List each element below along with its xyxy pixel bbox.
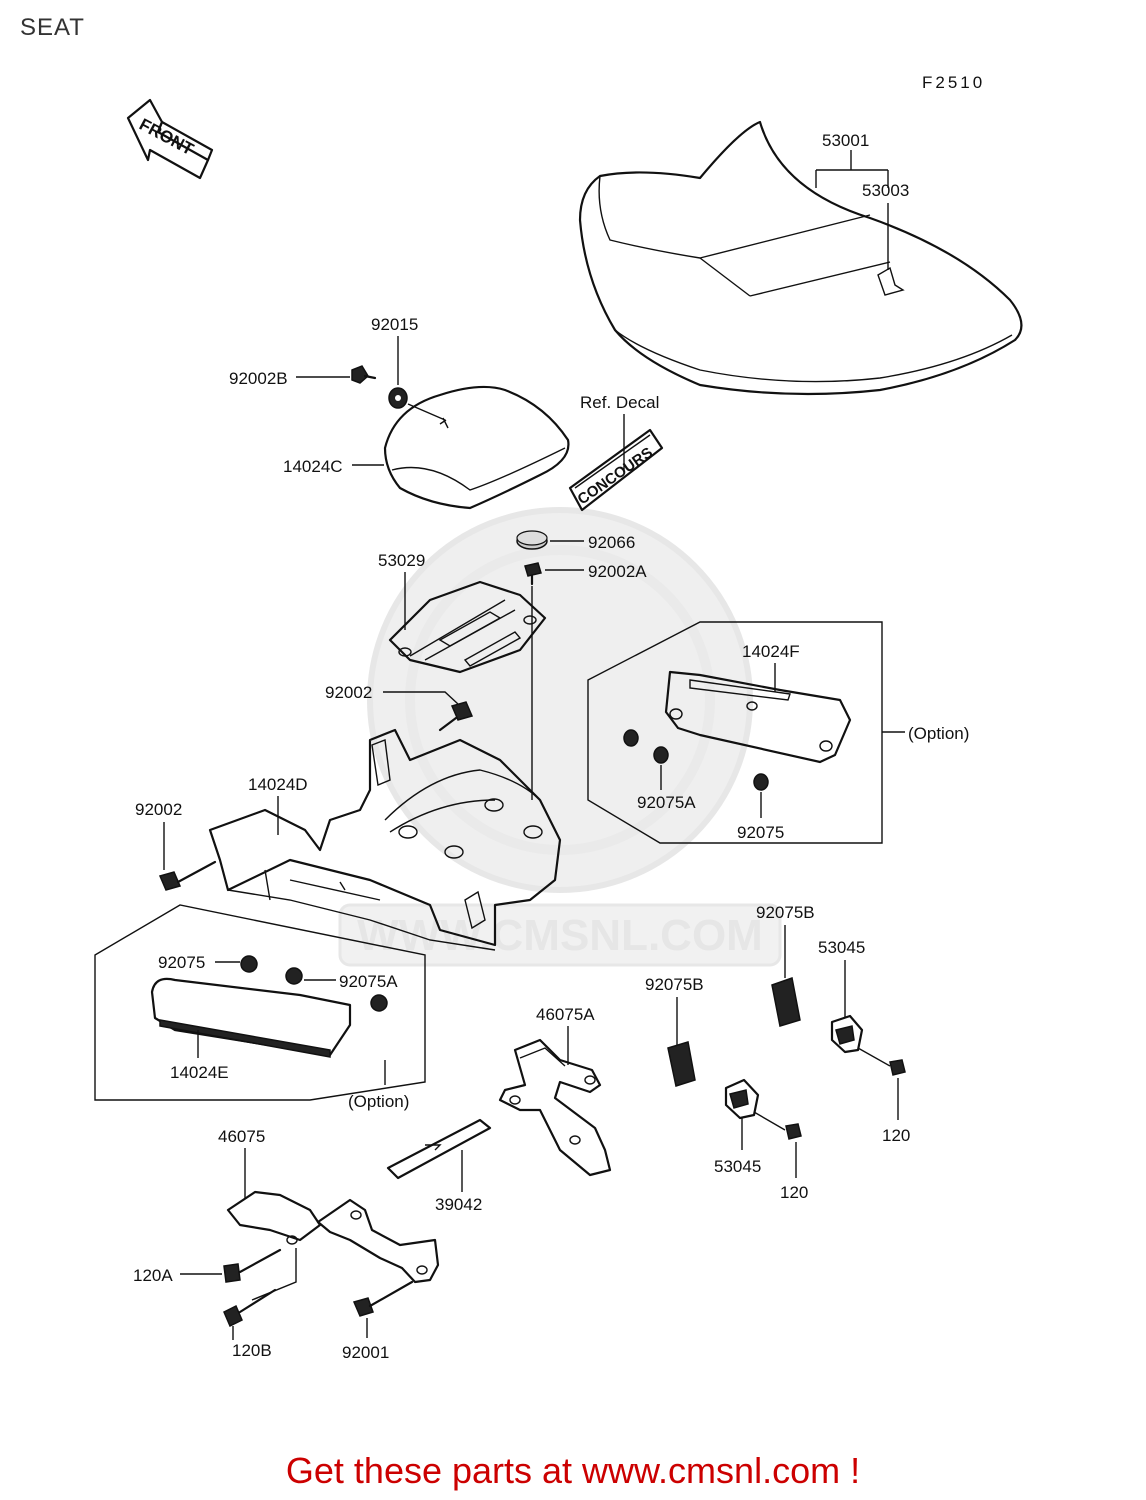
luggage-rack-53029: [388, 580, 547, 674]
footer-link[interactable]: Get these parts at www.cmsnl.com !: [285, 1450, 861, 1491]
grommet-92015: [388, 387, 408, 409]
screw-120B: [223, 1288, 277, 1328]
callout-92075-right: 92075: [737, 823, 784, 842]
hinge-46075: [226, 1190, 440, 1284]
callout-14024D: 14024D: [248, 775, 308, 794]
nut-92001: [352, 1280, 414, 1317]
callout-92075B-upper: 92075B: [756, 903, 815, 922]
callout-ref-decal: Ref. Decal: [580, 393, 659, 412]
callout-92002A: 92002A: [588, 562, 647, 581]
page-title: SEAT: [20, 14, 85, 41]
bolt-92002-upper: [438, 701, 474, 732]
callout-53001: 53001: [822, 131, 869, 150]
callout-92066: 92066: [588, 533, 635, 552]
screw-120-mid: [785, 1123, 802, 1140]
callout-120A: 120A: [133, 1266, 173, 1285]
watermark-text: WWW.CMSNL.COM: [357, 911, 763, 960]
bolt-92002-left: [158, 860, 217, 891]
stopper-92075B-lower: [667, 1041, 696, 1087]
grommet-92075-right: [753, 773, 769, 791]
bolt-92002B: [351, 365, 377, 384]
callout-92002B: 92002B: [229, 369, 288, 388]
cap-92066: [516, 530, 548, 550]
callout-92002-left: 92002: [135, 800, 182, 819]
side-cover-14024E: [150, 977, 352, 1058]
callout-14024C: 14024C: [283, 457, 343, 476]
screw-120A: [223, 1248, 282, 1283]
callout-92001: 92001: [342, 1343, 389, 1362]
callout-120-mid: 120: [780, 1183, 808, 1202]
grommet-92075A-left: [285, 967, 303, 985]
rod-39042: [386, 1118, 492, 1180]
screw-120-right: [889, 1059, 906, 1076]
callout-92075A-left: 92075A: [339, 972, 398, 991]
callout-53045-upper: 53045: [818, 938, 865, 957]
bracket-46075A: [498, 1038, 612, 1177]
callout-53003: 53003: [862, 181, 909, 200]
decal-concours: CONCOURS: [568, 428, 664, 512]
callout-120B: 120B: [232, 1341, 272, 1360]
latch-53045-upper: [830, 1014, 864, 1054]
callout-120-right: 120: [882, 1126, 910, 1145]
bolt-92002A: [524, 562, 542, 586]
rear-seat-cover-14024C: [383, 385, 570, 510]
callout-option-left: (Option): [348, 1092, 409, 1111]
latch-53045-lower: [724, 1078, 760, 1120]
callout-39042: 39042: [435, 1195, 482, 1214]
callout-92015: 92015: [371, 315, 418, 334]
callout-53045-lower: 53045: [714, 1157, 761, 1176]
callout-46075A: 46075A: [536, 1005, 595, 1024]
side-cover-14024F: [664, 670, 852, 764]
callout-92075-left: 92075: [158, 953, 205, 972]
callout-14024E: 14024E: [170, 1063, 229, 1082]
callout-92075B-lower: 92075B: [645, 975, 704, 994]
callout-14024F: 14024F: [742, 642, 800, 661]
callout-option-right: (Option): [908, 724, 969, 743]
figure-code: F2510: [922, 73, 985, 92]
watermark-logo: WWW.CMSNL.COM: [338, 507, 782, 967]
exploded-parts-diagram: WWW.CMSNL.COM F2510 FRONT 53001 53003 92…: [94, 73, 1023, 1362]
option-group-right: [587, 621, 883, 844]
grommet-right-a: [623, 729, 639, 747]
tail-cowl-14024D: [208, 728, 562, 951]
callout-53029: 53029: [378, 551, 425, 570]
front-direction-arrow: FRONT: [126, 98, 214, 180]
callout-92075A-right: 92075A: [637, 793, 696, 812]
callout-46075: 46075: [218, 1127, 265, 1146]
grommet-92075-left: [240, 955, 258, 973]
callout-92002-upper: 92002: [325, 683, 372, 702]
grommet-left-c: [370, 994, 388, 1012]
main-seat-53001: [578, 120, 1023, 396]
grommet-92075A-right: [653, 746, 669, 764]
option-group-left: [94, 904, 426, 1101]
stopper-92075B-upper: [771, 977, 801, 1027]
